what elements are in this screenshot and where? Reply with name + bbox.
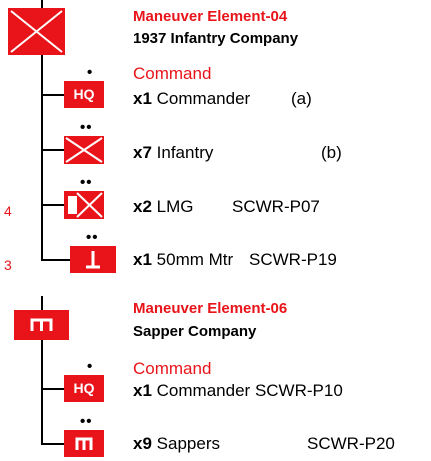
edge-label-4: 4 bbox=[4, 203, 12, 219]
element-06-row-commander: x1 Commander SCWR-P10 bbox=[133, 381, 343, 401]
row-qty: x7 bbox=[133, 143, 152, 162]
row-name: LMG bbox=[156, 197, 194, 216]
row-name: Commander bbox=[156, 381, 251, 400]
row-extra: SCWR-P07 bbox=[232, 197, 320, 216]
element-04-row-infantry: x7 Infantry bbox=[133, 143, 213, 163]
size-dot: • bbox=[87, 358, 94, 375]
row-name: 50mm Mtr bbox=[156, 250, 234, 269]
element-04-subtitle: 1937 Infantry Company bbox=[133, 30, 299, 47]
lmg-icon bbox=[64, 191, 104, 219]
size-dots: •• bbox=[80, 413, 93, 430]
element-04-row-commander: x1 Commander bbox=[133, 89, 250, 109]
row-qty: x9 bbox=[133, 434, 152, 453]
row-name: Commander bbox=[156, 89, 251, 108]
element-06-command-label: Command bbox=[133, 359, 212, 378]
element-04-command-label: Command bbox=[133, 64, 212, 83]
element-06-subtitle: Sapper Company bbox=[133, 323, 257, 340]
element-06-title: Maneuver Element-06 bbox=[133, 300, 288, 317]
mortar-icon bbox=[70, 246, 116, 273]
element-06-row-sappers: x9 Sappers bbox=[133, 434, 220, 454]
sapper-icon bbox=[64, 430, 104, 457]
row-extra: SCWR-P10 bbox=[254, 381, 343, 400]
row-extra: (a) bbox=[291, 89, 312, 108]
element-04-row-lmg: x2 LMG bbox=[133, 197, 194, 217]
row-name: Sappers bbox=[156, 434, 220, 453]
size-dot: • bbox=[87, 64, 94, 81]
infantry-icon bbox=[64, 136, 104, 164]
row-extra: (b) bbox=[321, 143, 342, 162]
hq-icon: HQ bbox=[64, 375, 104, 402]
row-extra: SCWR-P20 bbox=[307, 434, 395, 453]
size-dots: •• bbox=[80, 174, 93, 191]
row-qty: x1 bbox=[133, 89, 152, 108]
element-04-title: Maneuver Element-04 bbox=[133, 8, 288, 25]
element-04-row-mortar: x1 50mm Mtr bbox=[133, 250, 233, 270]
size-dots: •• bbox=[86, 229, 99, 246]
hq-icon: HQ bbox=[64, 81, 104, 108]
row-name: Infantry bbox=[156, 143, 214, 162]
edge-label-3: 3 bbox=[4, 257, 12, 273]
row-qty: x1 bbox=[133, 250, 152, 269]
sapper-company-icon bbox=[14, 310, 69, 340]
row-extra: SCWR-P19 bbox=[249, 250, 337, 269]
size-dots: •• bbox=[80, 119, 93, 136]
row-qty: x1 bbox=[133, 381, 152, 400]
row-qty: x2 bbox=[133, 197, 152, 216]
infantry-company-icon bbox=[8, 8, 65, 55]
